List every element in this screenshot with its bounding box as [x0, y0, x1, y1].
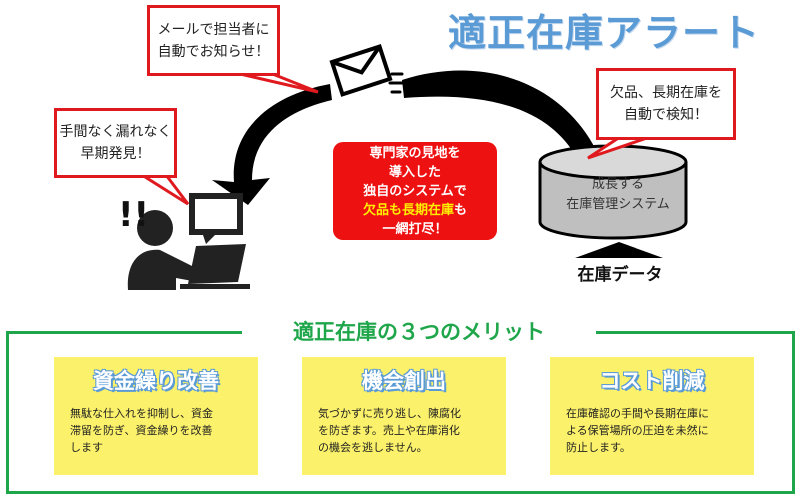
merit-card-text: 在庫確認の手間や長期在庫に よる保管場所の圧迫を未然に 防止します。	[566, 405, 744, 456]
merit-card-title: 資金繰り改善	[93, 369, 219, 393]
callout-line: 手間なく漏れなく	[59, 124, 172, 140]
callout-early: 手間なく漏れなく 早期発見！	[54, 108, 177, 178]
merit-card-line: よる保管場所の圧迫を未然に	[566, 424, 709, 437]
callout-detect: 欠品、長期在庫を 自動で検知！	[596, 68, 736, 140]
highlight-tail: も	[454, 202, 468, 218]
merit-card-line: の機会を逃しません。	[318, 441, 428, 454]
envelope-icon	[329, 44, 393, 97]
center-message-box: 専門家の見地を 導入した 独自のシステムで 欠品も長期在庫も 一網打尽！	[333, 142, 497, 240]
center-line: 一網打尽！	[382, 221, 448, 237]
callout-mail: メールで担当者に 自動でお知らせ！	[147, 5, 280, 76]
callout-line: 欠品、長期在庫を	[610, 85, 722, 101]
merit-card-text: 気づかずに売り逃し、陳腐化 を防ぎます。売上や在庫消化 の機会を逃しません。	[318, 405, 496, 456]
database-label-line: 成長する	[591, 177, 644, 192]
stock-data-label: 在庫データ	[577, 265, 663, 285]
merit-card-line: 防止します。	[566, 441, 631, 454]
merit-card-line: 在庫確認の手間や長期在庫に	[566, 407, 709, 420]
merit-card-text: 無駄な仕入れを抑制し、資金 滞留を防ぎ、資金繰りを改善 します	[70, 405, 248, 456]
database-label: 成長する 在庫管理システム	[550, 175, 686, 215]
callout-line: 自動で検知！	[624, 107, 708, 123]
merit-card-cashflow: 資金繰り改善 無駄な仕入れを抑制し、資金 滞留を防ぎ、資金繰りを改善 します	[54, 357, 258, 475]
merit-card-title: 機会創出	[362, 369, 446, 393]
merit-card-cost: コスト削減 在庫確認の手間や長期在庫に よる保管場所の圧迫を未然に 防止します。	[550, 357, 754, 475]
merits-title: 適正在庫の３つのメリット	[242, 317, 596, 347]
center-line: 独自のシステムで	[363, 183, 467, 199]
center-line: 導入した	[388, 164, 441, 180]
merit-card-title: コスト削減	[599, 369, 705, 393]
merit-card-line: します	[70, 441, 103, 454]
callout-line: メールで担当者に	[157, 21, 270, 38]
up-arrow-icon	[575, 242, 663, 258]
highlight-text: 欠品も長期在庫	[362, 202, 454, 218]
center-line-highlight: 欠品も長期在庫も	[333, 201, 497, 220]
merit-card-opportunity: 機会創出 気づかずに売り逃し、陳腐化 を防ぎます。売上や在庫消化 の機会を逃しま…	[302, 357, 506, 475]
database-icon	[538, 144, 688, 240]
callout-line: 早期発見！	[80, 146, 151, 162]
merit-card-line: 滞留を防ぎ、資金繰りを改善	[70, 424, 213, 437]
person-at-computer-icon	[127, 210, 250, 290]
page-title: 適正在庫アラート	[448, 11, 761, 55]
speech-bubble-icon	[189, 193, 243, 244]
merit-card-line: を防ぎます。売上や在庫消化	[318, 424, 460, 437]
arc-to-person	[212, 84, 332, 205]
center-line: 専門家の見地を	[369, 145, 461, 161]
callout-line: 自動でお知らせ！	[157, 43, 270, 60]
speed-lines-icon	[388, 72, 406, 94]
merit-card-line: 無駄な仕入れを抑制し、資金	[70, 407, 213, 420]
arc-to-database	[402, 70, 596, 160]
database-label-line: 在庫管理システム	[566, 197, 670, 212]
exclaim-mark: !!	[118, 195, 149, 235]
merit-card-line: 気づかずに売り逃し、陳腐化	[318, 407, 461, 420]
